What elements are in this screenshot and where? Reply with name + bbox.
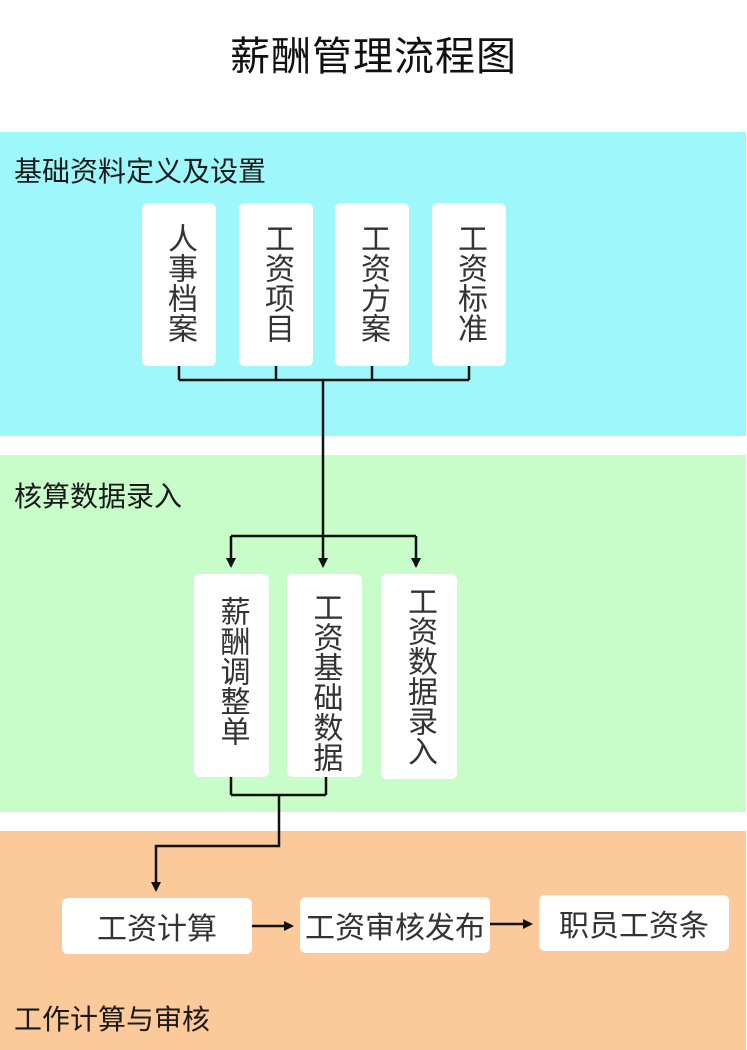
box-salary-data-entry[interactable]: 工资数据录入 (381, 574, 457, 779)
box-salary-review-publish[interactable]: 工资审核发布 (300, 897, 490, 953)
box-salary-calculation[interactable]: 工资计算 (62, 898, 252, 954)
section-label-calc: 工作计算与审核 (14, 1003, 211, 1036)
box-salary-standard[interactable]: 工资标准 (432, 203, 506, 366)
box-salary-adjustment[interactable]: 薪酬调整单 (194, 574, 269, 777)
box-employee-payslip[interactable]: 职员工资条 (539, 895, 729, 951)
box-salary-items[interactable]: 工资项目 (239, 203, 313, 366)
section-label-setup: 基础资料定义及设置 (14, 155, 267, 188)
section-label-entry: 核算数据录入 (14, 480, 183, 513)
box-personnel-files[interactable]: 人事档案 (142, 203, 216, 366)
box-salary-base-data[interactable]: 工资基础数据 (287, 574, 362, 777)
band-entry (0, 455, 746, 812)
page-title: 薪酬管理流程图 (230, 34, 517, 80)
box-salary-plan[interactable]: 工资方案 (335, 203, 409, 366)
